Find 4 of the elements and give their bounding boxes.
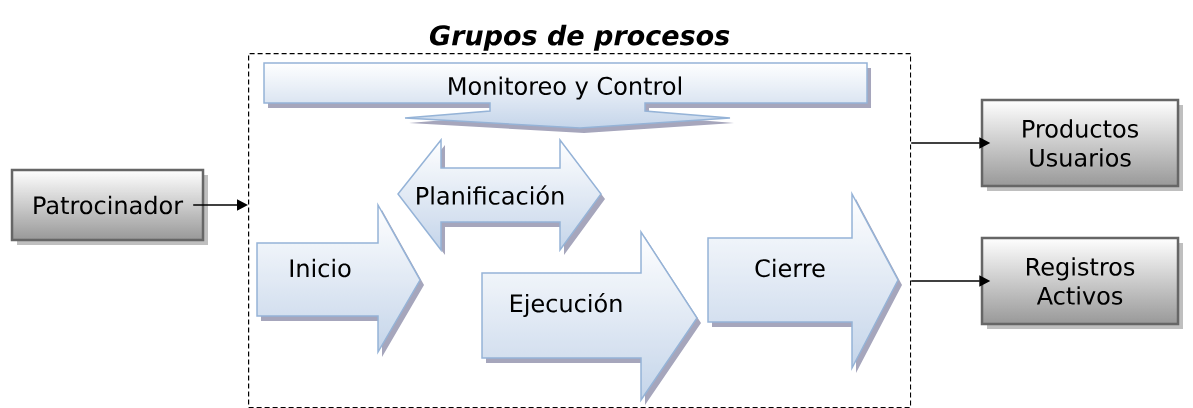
process-box: Registros Activos [980,236,1183,329]
node-label: Grupos de procesos [429,24,730,51]
process-box: Productos Usuarios [980,98,1183,191]
process-box: Patrocinador [10,168,208,245]
